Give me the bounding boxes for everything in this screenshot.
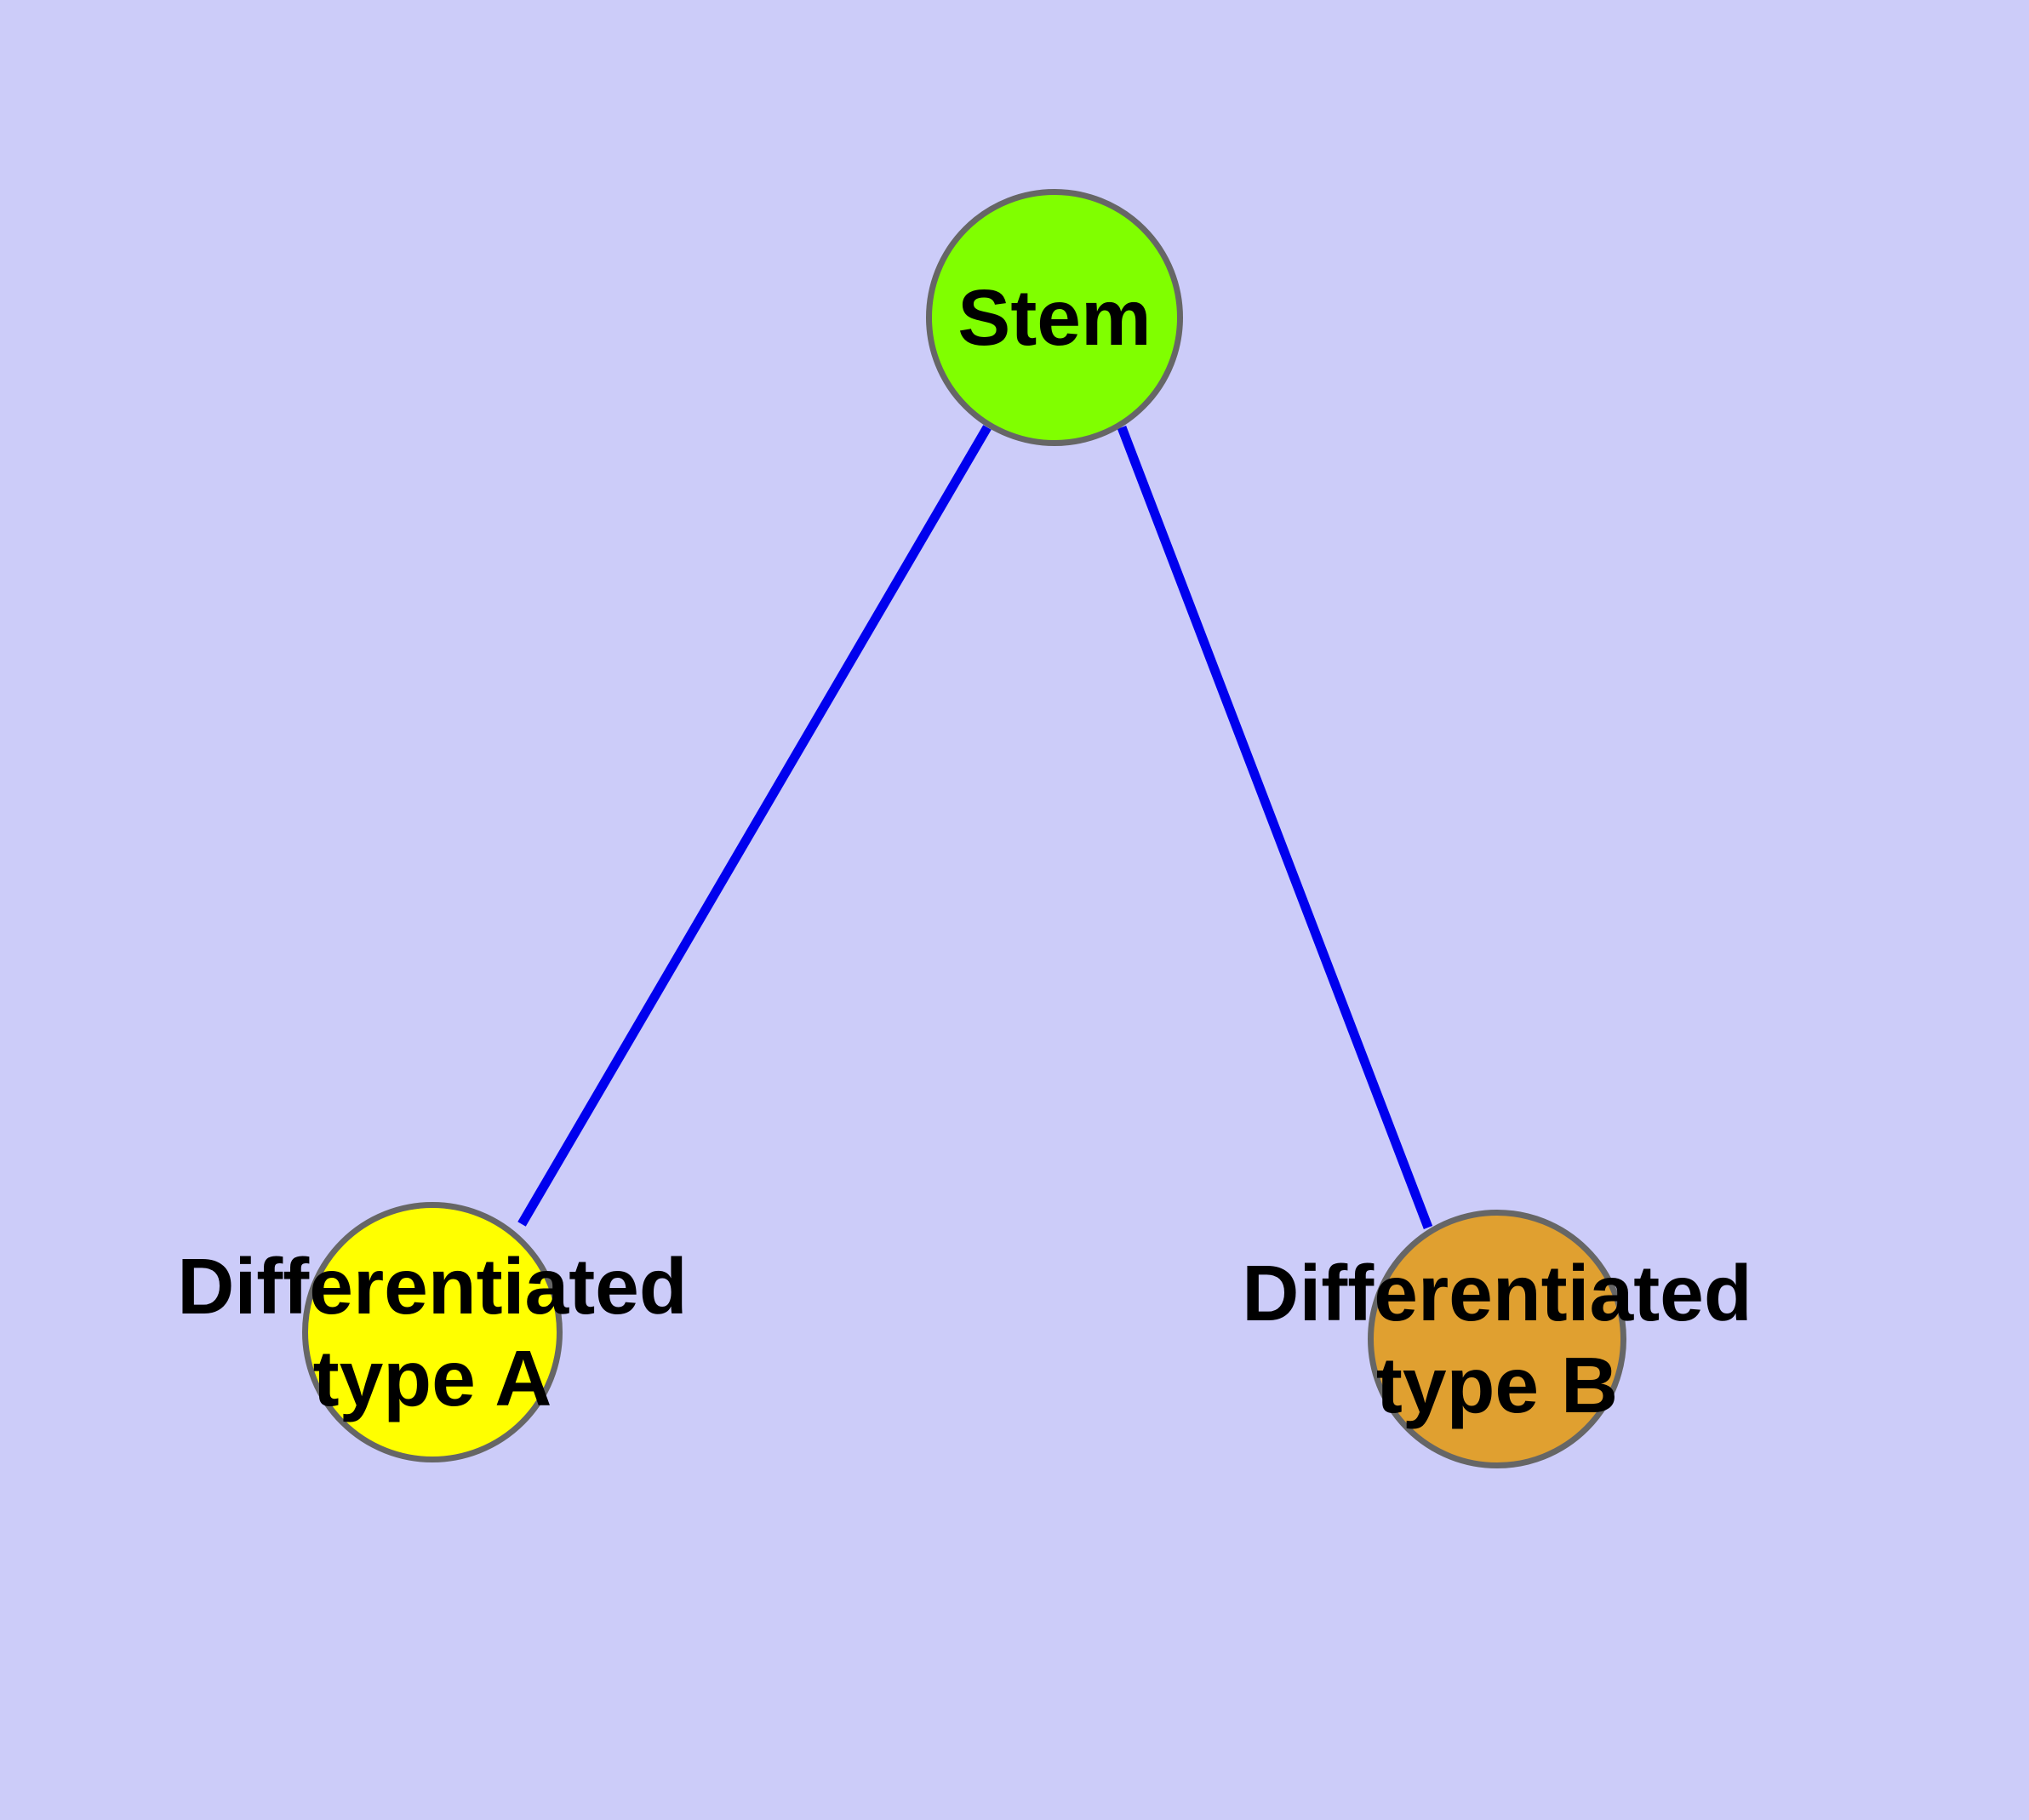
- node-circle-stem[interactable]: [926, 189, 1183, 446]
- edge-stem-diff-a[interactable]: [517, 425, 992, 1227]
- edge-stem-diff-b[interactable]: [1117, 426, 1433, 1229]
- nodes-layer: [302, 189, 1626, 1468]
- edges-layer: [517, 425, 1433, 1229]
- node-circle-diff_b[interactable]: [1368, 1210, 1626, 1468]
- node-circle-diff_a[interactable]: [302, 1202, 563, 1462]
